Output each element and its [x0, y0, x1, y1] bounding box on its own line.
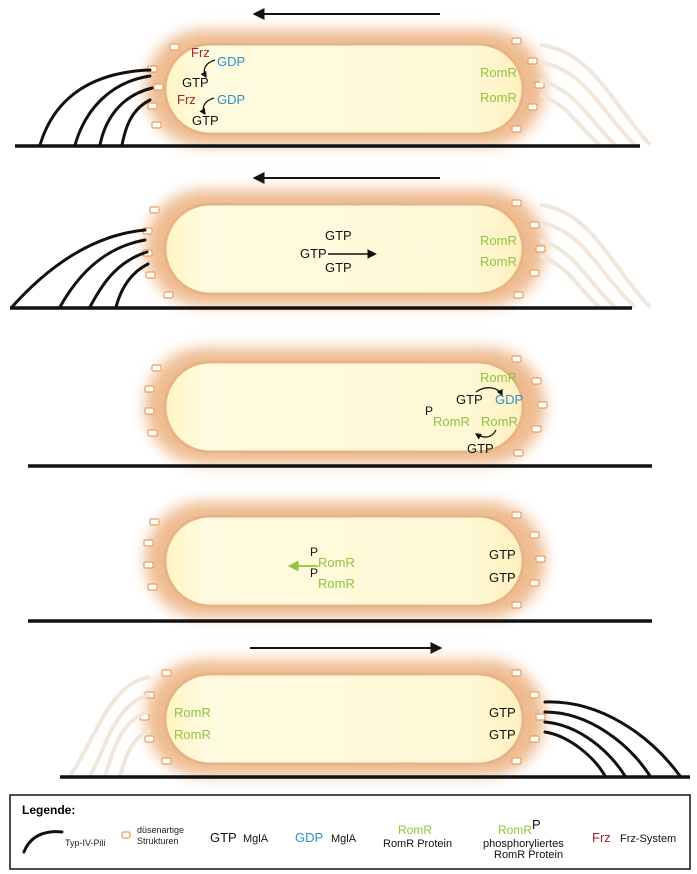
label-gtp: GTP: [456, 392, 483, 407]
cell-body: [165, 674, 523, 764]
nozzle-legend-icon: [122, 832, 130, 838]
panel-stage-1: Frz GDP GTP Frz GDP GTP RomR RomR: [15, 14, 650, 146]
legend-nozzle-label-2: Strukturen: [137, 836, 179, 846]
label-romr: RomR: [480, 233, 517, 248]
retracted-pili-right: [540, 205, 650, 307]
label-gdp: GDP: [217, 92, 245, 107]
label-gtp: GTP: [192, 113, 219, 128]
panel-stage-4: P RomR P RomR GTP GTP: [28, 502, 652, 621]
label-gtp: GTP: [325, 260, 352, 275]
label-romr: RomR: [480, 254, 517, 269]
label-gdp: GDP: [495, 392, 523, 407]
legend-gdp-key: GDP: [295, 830, 323, 845]
label-gdp: GDP: [217, 54, 245, 69]
label-gtp: GTP: [325, 228, 352, 243]
legend-romr-text: RomR Protein: [383, 838, 452, 850]
label-gtp: GTP: [489, 547, 516, 562]
label-romr: RomR: [174, 727, 211, 742]
legend-romr-key: RomR: [398, 823, 432, 837]
legend-gtp-key: GTP: [210, 830, 237, 845]
label-gtp: GTP: [300, 246, 327, 261]
label-phospho-p: P: [310, 545, 318, 559]
legend-romrp-key: RomR: [498, 823, 532, 837]
label-romr: RomR: [481, 414, 518, 429]
legend-romrp-p: P: [532, 817, 541, 832]
label-frz: Frz: [191, 45, 210, 60]
legend-frz-text: Frz-System: [620, 833, 676, 845]
label-gtp: GTP: [489, 570, 516, 585]
legend-frz-key: Frz: [592, 830, 611, 845]
label-romr-phosphorylated: RomR: [318, 555, 355, 570]
label-gtp: GTP: [467, 441, 494, 456]
type-iv-pili-left: [40, 70, 152, 145]
legend-romrp-text-2: RomR Protein: [494, 849, 563, 861]
panel-stage-3: RomR GTP GDP P RomR RomR GTP: [28, 348, 652, 466]
label-phospho-p: P: [310, 566, 318, 580]
cell-body: [165, 204, 523, 294]
panel-stage-5: RomR RomR GTP GTP: [60, 648, 690, 777]
legend: Legende: Typ-IV-Pili düsenartige Struktu…: [10, 795, 690, 869]
label-romr: RomR: [480, 370, 517, 385]
type-iv-pili-left: [12, 230, 148, 307]
label-frz: Frz: [177, 92, 196, 107]
label-gtp: GTP: [489, 727, 516, 742]
cell-body: [165, 362, 523, 452]
label-romr-phosphorylated: RomR: [318, 576, 355, 591]
legend-box: [10, 795, 690, 869]
label-phospho-p: P: [425, 404, 433, 418]
legend-nozzle-label-1: düsenartige: [137, 825, 184, 835]
retracted-pili-left: [70, 677, 150, 776]
label-romr: RomR: [174, 705, 211, 720]
panel-stage-2: GTP GTP GTP RomR RomR: [10, 178, 650, 308]
legend-title: Legende:: [22, 803, 75, 817]
retracted-pili-right: [540, 45, 650, 145]
type-iv-pili-right: [545, 702, 680, 776]
label-gtp: GTP: [182, 75, 209, 90]
legend-pili-label: Typ-IV-Pili: [65, 838, 106, 848]
legend-gdp-text: MglA: [331, 833, 357, 845]
label-romr: RomR: [480, 65, 517, 80]
legend-gtp-text: MglA: [243, 833, 269, 845]
label-romr: RomR: [480, 90, 517, 105]
label-gtp: GTP: [489, 705, 516, 720]
label-romr-phosphorylated: RomR: [433, 414, 470, 429]
